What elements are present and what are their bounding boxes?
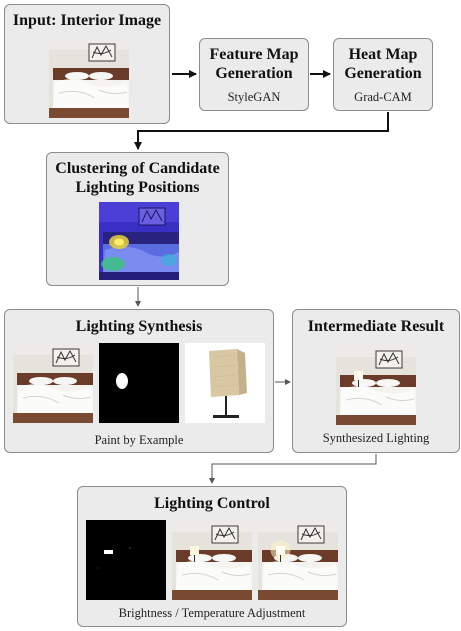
arrow-intermediate-to-control <box>212 454 376 483</box>
arrow-heatmap-to-clustering <box>138 112 388 149</box>
